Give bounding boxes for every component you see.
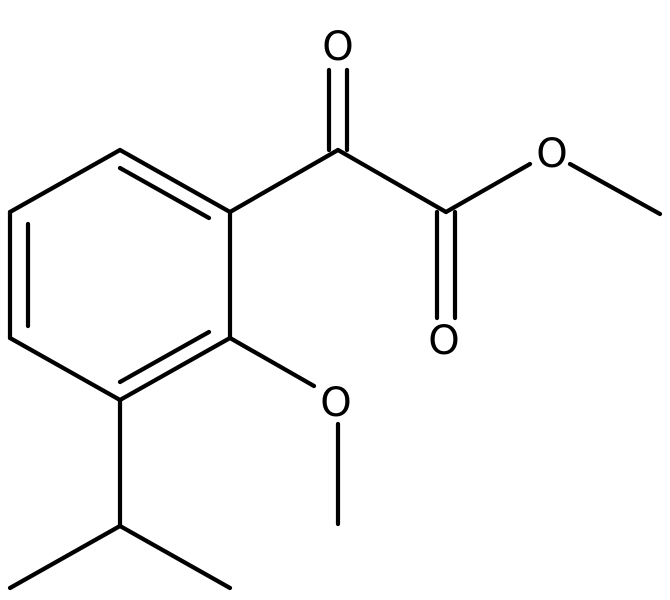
- benzene-ring: [7, 147, 233, 403]
- ring-bond-c4-c5: [7, 335, 123, 403]
- ring-bond-c5-c6-inner: [117, 329, 212, 385]
- ketone-oxygen-label: O: [322, 24, 353, 70]
- ring-bond-c2-c3: [7, 147, 123, 215]
- bond-ester-oxygen-to-methyl: [567, 161, 663, 217]
- bond-ring-to-methoxy-oxygen: [227, 335, 317, 389]
- methoxy-oxygen-label: O: [320, 380, 351, 426]
- ester-oxygen-label: O: [536, 131, 567, 177]
- bond-ketone-to-ester-carbon: [335, 147, 449, 215]
- bond-isopropyl-left-methyl: [7, 523, 123, 591]
- bond-ester-carbon-to-oxygen: [443, 161, 533, 215]
- bond-ring-to-ketone-carbon: [227, 147, 341, 215]
- methoxy-group: [227, 335, 341, 527]
- ring-bond-c1-c2: [117, 147, 233, 215]
- ester-carbonyl-oxygen-label: O: [428, 318, 459, 364]
- bond-isopropyl-right-methyl: [117, 523, 233, 591]
- glyoxylate-chain: [227, 67, 663, 321]
- isopropyl-group: [7, 397, 233, 591]
- ring-bond-c1-c2-inner: [117, 165, 212, 221]
- ring-bond-c5-c6: [117, 335, 233, 403]
